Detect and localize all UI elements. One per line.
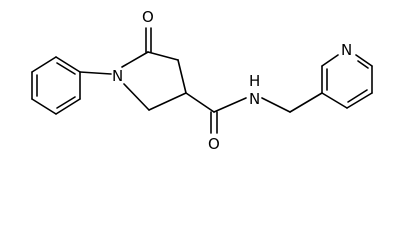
atom-amide-hydrogen: H	[249, 72, 260, 90]
bond-ch2-pyridine	[289, 92, 323, 113]
pyridine-ring	[321, 54, 373, 109]
bond-phenyl-3	[55, 98, 81, 115]
atom-lactam-nitrogen: N	[112, 67, 123, 85]
bond-phenyl-1	[55, 56, 81, 73]
molecule-structure: O N O N H N	[31, 8, 373, 153]
bond-phenyl-6	[31, 56, 57, 73]
bond-phenyl-4	[31, 98, 57, 115]
bond-pyr-5	[321, 54, 339, 67]
bond-c5-c4	[147, 51, 179, 61]
bond-c4-c3	[177, 59, 187, 94]
atom-amide-nitrogen: N	[249, 90, 260, 108]
bond-c3-amide-c	[185, 92, 215, 113]
bond-phenyl-inner-2	[56, 96, 76, 109]
bond-n-ch2	[261, 97, 291, 113]
bond-n-c5	[121, 51, 149, 68]
bond-pyr-4	[355, 54, 373, 67]
bond-c2-n	[123, 83, 150, 111]
atom-carbonyl-oxygen: O	[142, 8, 154, 26]
atom-amide-oxygen: O	[208, 135, 220, 153]
bond-phenyl-inner-1	[56, 62, 76, 75]
phenyl-ring	[31, 56, 81, 115]
bond-pyr-inner-1	[347, 89, 368, 103]
bond-pyr-inner-3	[357, 60, 369, 69]
bond-phenyl-to-n	[79, 71, 112, 75]
pyrrolidinone-ring	[121, 51, 187, 111]
bond-amide-c-n	[213, 97, 247, 113]
bond-pyr-1	[321, 92, 348, 109]
bond-pyr-2	[346, 92, 373, 109]
bond-c3-c2	[148, 92, 187, 111]
atom-pyridine-nitrogen: N	[341, 41, 352, 59]
